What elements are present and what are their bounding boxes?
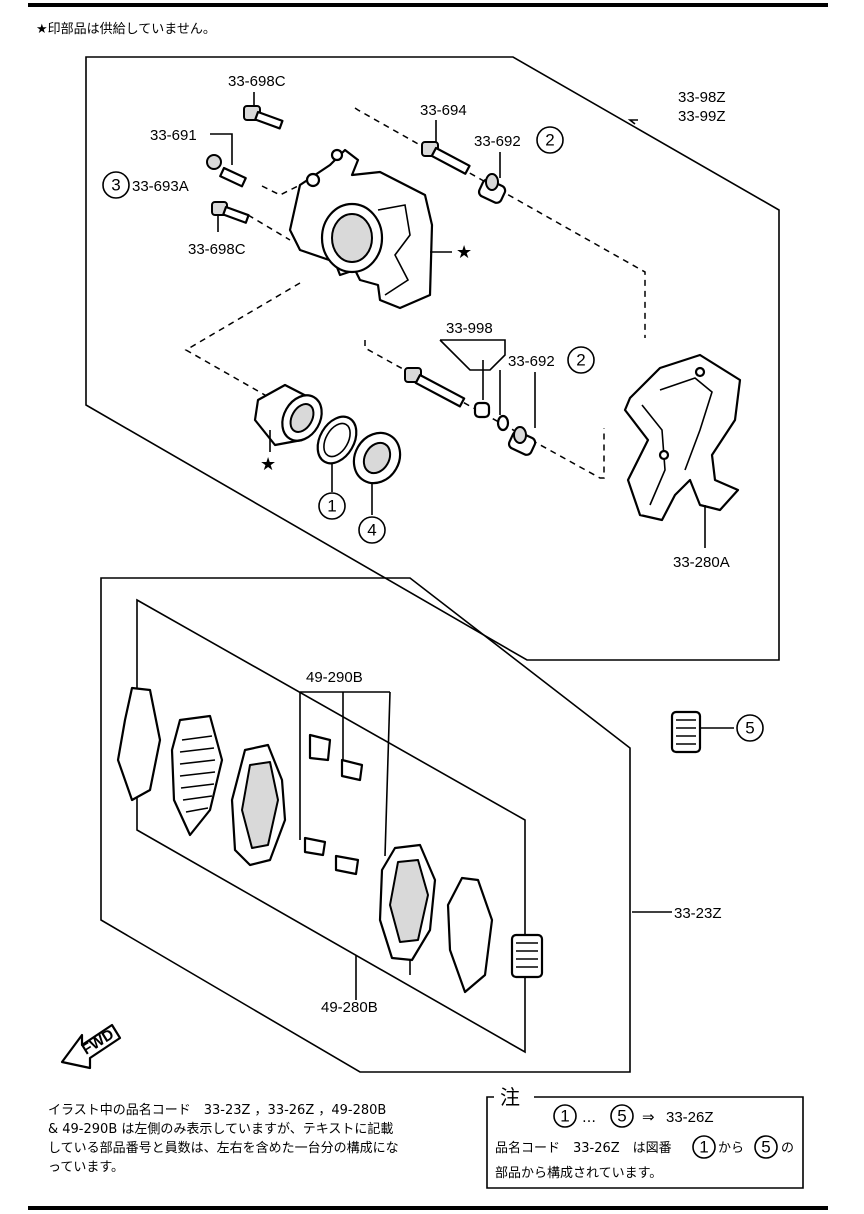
- note-code: 33-26Z: [666, 1109, 714, 1126]
- star-caliper: ★: [456, 242, 472, 263]
- note-arrow-icon: ⇒: [642, 1108, 655, 1126]
- circled-number-5: 5: [736, 714, 764, 742]
- caliper-bracket-33-280a: [623, 353, 742, 522]
- svg-text:1: 1: [327, 497, 336, 516]
- circled-number-1: 1: [318, 492, 346, 520]
- label-33-692-top: 33-692: [474, 133, 521, 150]
- star-piston: ★: [260, 454, 276, 475]
- dust-boot: [352, 431, 402, 485]
- shim-outer-2: [446, 876, 494, 994]
- anti-squeal-shim: [170, 714, 224, 837]
- bleeder-33-691: [219, 166, 247, 188]
- top-rule: [28, 3, 828, 7]
- piston: [253, 383, 323, 447]
- note-range-sep: …: [582, 1110, 596, 1126]
- wear-indicator-5: [670, 710, 702, 754]
- circled-number-2-top: 2: [536, 126, 564, 154]
- note-box: 注 1 … 5 ⇒ 33-26Z 品名コード 33-26Z は図番 1 から 5…: [486, 1085, 804, 1189]
- circled-number-4: 4: [358, 516, 386, 544]
- boot-33-692-mid: [507, 426, 537, 456]
- note-desc-from: から: [718, 1141, 744, 1156]
- svg-text:4: 4: [367, 521, 376, 540]
- assembly-line-4: [261, 184, 301, 196]
- note-desc-line-2: 部品から構成されています。: [495, 1166, 662, 1181]
- note-circled-5: 5: [610, 1104, 634, 1128]
- guide-pin-33-694: [421, 141, 471, 175]
- label-33-280a: 33-280A: [673, 554, 730, 571]
- svg-text:5: 5: [617, 1107, 626, 1126]
- svg-text:2: 2: [576, 351, 585, 370]
- svg-text:1: 1: [699, 1138, 708, 1157]
- label-33-23z: 33-23Z: [674, 905, 722, 922]
- brake-pad-outer: [378, 843, 437, 962]
- assembly-line-5: [247, 214, 291, 241]
- pad-clip-4: [334, 854, 360, 876]
- svg-text:1: 1: [560, 1107, 569, 1126]
- footnote-line-2: & 49-290B は左側のみ表示していますが、テキストに記載: [48, 1121, 393, 1137]
- note-desc-suffix: の: [781, 1141, 794, 1156]
- bottom-rule: [28, 1206, 828, 1210]
- note-desc-prefix: 品名コード 33-26Z は図番: [495, 1140, 672, 1156]
- pad-clip-2: [340, 758, 364, 782]
- svg-text:2: 2: [545, 131, 554, 150]
- circled-number-3: 3: [102, 171, 130, 199]
- brake-pad-inner: [230, 743, 287, 867]
- label-33-998: 33-998: [446, 320, 493, 337]
- label-33-698c-top: 33-698C: [228, 73, 286, 90]
- label-33-99z: 33-99Z: [678, 108, 726, 125]
- pad-clip-1: [308, 733, 332, 762]
- bolt-33-698c-top: [243, 105, 284, 130]
- guide-pin-33-998: [404, 367, 510, 432]
- label-33-694: 33-694: [420, 102, 467, 119]
- caliper-body: [288, 148, 434, 310]
- label-49-290b: 49-290B: [306, 669, 363, 686]
- label-33-98z: 33-98Z: [678, 89, 726, 106]
- fwd-arrow-icon: FWD: [60, 1023, 122, 1070]
- pad-clip-3: [303, 836, 327, 857]
- label-49-280b: 49-280B: [321, 999, 378, 1016]
- svg-text:5: 5: [745, 719, 754, 738]
- svg-text:3: 3: [111, 176, 120, 195]
- footnote-line-1: イラスト中の品名コード 33-23Z ，33-26Z ，49-280B: [48, 1102, 386, 1118]
- note-title: 注: [500, 1085, 520, 1109]
- label-33-698c-bottom: 33-698C: [188, 241, 246, 258]
- bolt-33-698c-bottom: [211, 201, 250, 224]
- label-33-693a: 33-693A: [132, 178, 189, 195]
- assembly-line-3: [184, 282, 301, 416]
- footnote-line-3: している部品番号と員数は、左右を含めた一台分の構成にな: [48, 1140, 399, 1156]
- cap-33-693a: [206, 154, 222, 170]
- caliper-assembly-outline: [85, 56, 780, 661]
- note-circled-1: 1: [553, 1104, 577, 1128]
- label-33-692-mid: 33-692: [508, 353, 555, 370]
- header-note: ★印部品は供給していません。: [36, 22, 216, 37]
- svg-text:5: 5: [761, 1138, 770, 1157]
- circled-number-2-mid: 2: [567, 346, 595, 374]
- note-desc-circled-5: 5: [754, 1135, 778, 1159]
- footnote-line-4: っています。: [48, 1160, 124, 1175]
- shim-outer: [116, 686, 162, 802]
- piston-seal: [316, 415, 358, 465]
- label-33-691: 33-691: [150, 127, 197, 144]
- boot-33-692-top: [477, 173, 507, 204]
- pad-kit-outline: [100, 577, 631, 1073]
- note-desc-circled-1: 1: [692, 1135, 716, 1159]
- wear-indicator: [510, 933, 544, 979]
- assembly-line-2: [364, 340, 605, 479]
